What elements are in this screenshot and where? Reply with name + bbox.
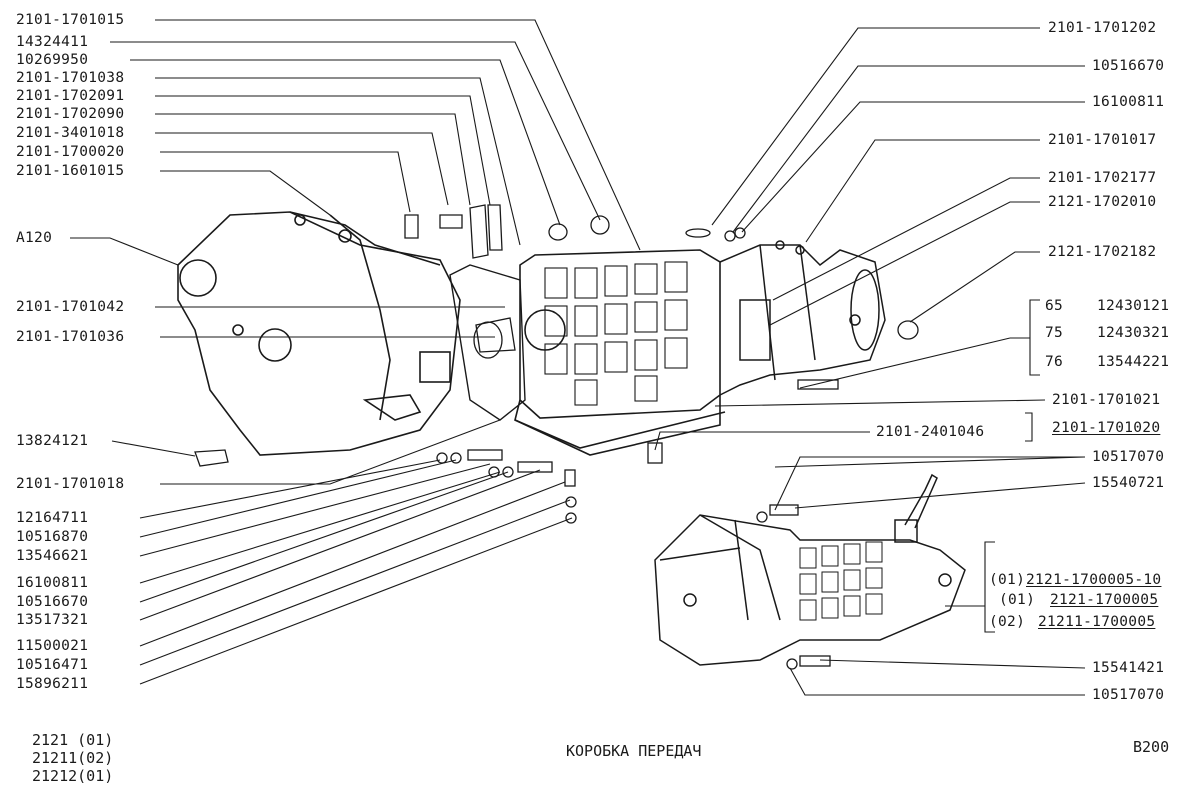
variant-code: 75 [1045,325,1064,341]
part-label: 10516670 [16,594,89,610]
part-label: 15541421 [1092,660,1165,676]
part-label: 13546621 [16,548,89,564]
part-label: 10516670 [1092,58,1165,74]
part-label: 16100811 [16,575,89,591]
part-label: 10516471 [16,657,89,673]
diagram-code: B200 [1133,738,1170,756]
part-label: 12164711 [16,510,89,526]
part-label: 2101-1701018 [16,476,125,492]
part-label: 2101-1701042 [16,299,125,315]
part-label: 2101-1701017 [1048,132,1157,148]
model-line: 21212(01) [32,767,114,785]
assembly-part: 2121-1700005 [1050,592,1159,608]
part-label: 2121-1702010 [1048,194,1157,210]
leader-lines-left [70,19,641,685]
model-line: 21211(02) [32,749,114,767]
part-label: 15896211 [16,676,89,692]
part-label: 2101-1601015 [16,163,125,179]
assembled-gearbox-drawing [654,473,966,666]
diagram-title: КОРОБКА ПЕРЕДАЧ [566,742,702,760]
part-label: 2101-2401046 [876,424,985,440]
part-label: 10269950 [16,52,89,68]
part-label: 16100811 [1092,94,1165,110]
part-label: 2101-1702090 [16,106,125,122]
part-label: 14324411 [16,34,89,50]
variant-code: 76 [1045,354,1064,370]
leader-lines-right [654,27,1086,696]
part-label: 2101-1701015 [16,12,125,28]
model-line: 2121 (01) [32,731,114,749]
extension-housing-drawing [719,240,886,396]
clutch-housing-drawing [177,211,461,456]
part-label: 2101-1700020 [16,144,125,160]
part-label: 2101-1701021 [1052,392,1161,408]
part-label: 2101-1701038 [16,70,125,86]
assembly-tag: (01) [989,572,1026,588]
variant-part: 12430321 [1097,325,1170,341]
part-label: 2101-3401018 [16,125,125,141]
small-parts-drawing [194,204,919,670]
part-label: 2101-1701020 [1052,420,1161,436]
part-label: 10517070 [1092,449,1165,465]
part-label: 13824121 [16,433,89,449]
variant-code: 65 [1045,298,1064,314]
part-label: A120 [16,230,53,246]
assembly-part: 2121-1700005-10 [1026,572,1162,588]
part-label: 11500021 [16,638,89,654]
assembly-tag: (02) [989,614,1026,630]
part-label: 15540721 [1092,475,1165,491]
part-label: 2101-1702177 [1048,170,1157,186]
part-label: 13517321 [16,612,89,628]
part-label: 2101-1701036 [16,329,125,345]
variant-part: 13544221 [1097,354,1170,370]
assembly-tag: (01) [999,592,1036,608]
part-label: 10517070 [1092,687,1165,703]
part-label: 2101-1702091 [16,88,125,104]
part-label: 10516870 [16,529,89,545]
gearbox-case-drawing [514,249,726,456]
part-label: 2101-1701202 [1048,20,1157,36]
variant-part: 12430121 [1097,298,1170,314]
assembly-part: 21211-1700005 [1038,614,1156,630]
part-label: 2121-1702182 [1048,244,1157,260]
